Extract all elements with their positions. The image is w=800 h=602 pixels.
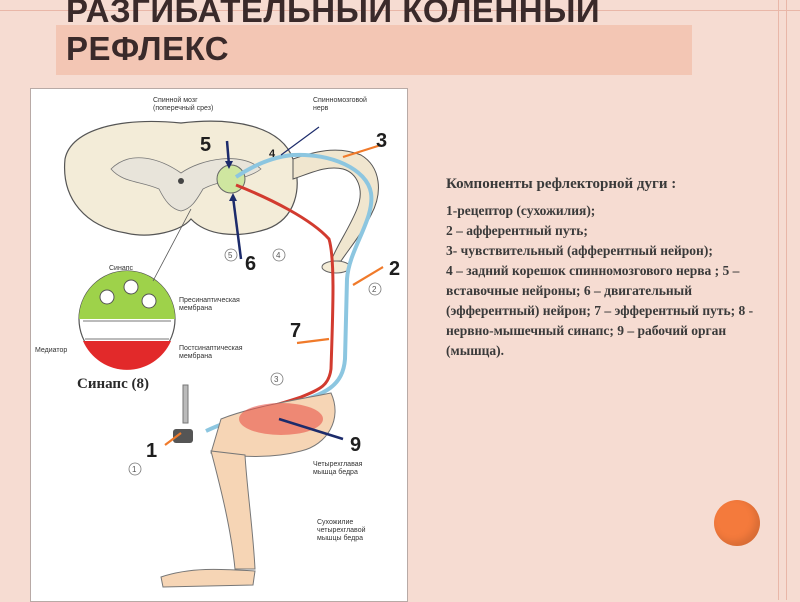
number-9: 9 [350, 434, 361, 457]
number-3: 3 [376, 130, 387, 153]
number-4: 4 [269, 148, 275, 160]
circ-2: 2 [372, 285, 377, 294]
circ-4: 4 [276, 251, 281, 260]
synapse-inset [79, 271, 175, 370]
lower-leg [211, 451, 255, 569]
frame-line-right-2 [786, 0, 787, 600]
arrow-7 [297, 339, 329, 343]
label-synapse: Синапс [109, 265, 133, 273]
number-1: 1 [146, 440, 157, 463]
label-mediator: Медиатор [35, 347, 67, 355]
accent-orb [714, 500, 760, 546]
arrow-2 [353, 267, 383, 285]
reflex-hammer [183, 385, 188, 423]
synapse-caption: Синапс (8) [77, 376, 149, 393]
components-heading: Компоненты рефлекторной дуги : [446, 174, 766, 195]
components-panel: Компоненты рефлекторной дуги : 1-рецепто… [446, 174, 766, 361]
central-canal [178, 178, 184, 184]
circ-3: 3 [274, 375, 279, 384]
label-spinal-cord: Спинной мозг(поперечный срез) [153, 97, 213, 113]
number-7: 7 [290, 320, 301, 343]
circ-5: 5 [228, 251, 233, 260]
reflex-diagram: 5 4 2 3 1 Спинной мозг(поперечный срез) … [30, 88, 408, 602]
foot [161, 569, 255, 587]
page-title: РАЗГИБАТЕЛЬНЫЙ КОЛЕННЫЙ РЕФЛЕКС [66, 0, 686, 68]
spinal-nerve [293, 150, 378, 261]
arrow-4 [281, 127, 319, 155]
interneuron-circle [217, 165, 245, 193]
components-text: 1-рецептор (сухожилия); 2 – афферентный … [446, 201, 766, 361]
number-5: 5 [200, 134, 211, 157]
number-6: 6 [245, 253, 256, 276]
number-2: 2 [389, 258, 400, 281]
circ-1: 1 [132, 465, 137, 474]
frame-line-right [778, 0, 779, 600]
